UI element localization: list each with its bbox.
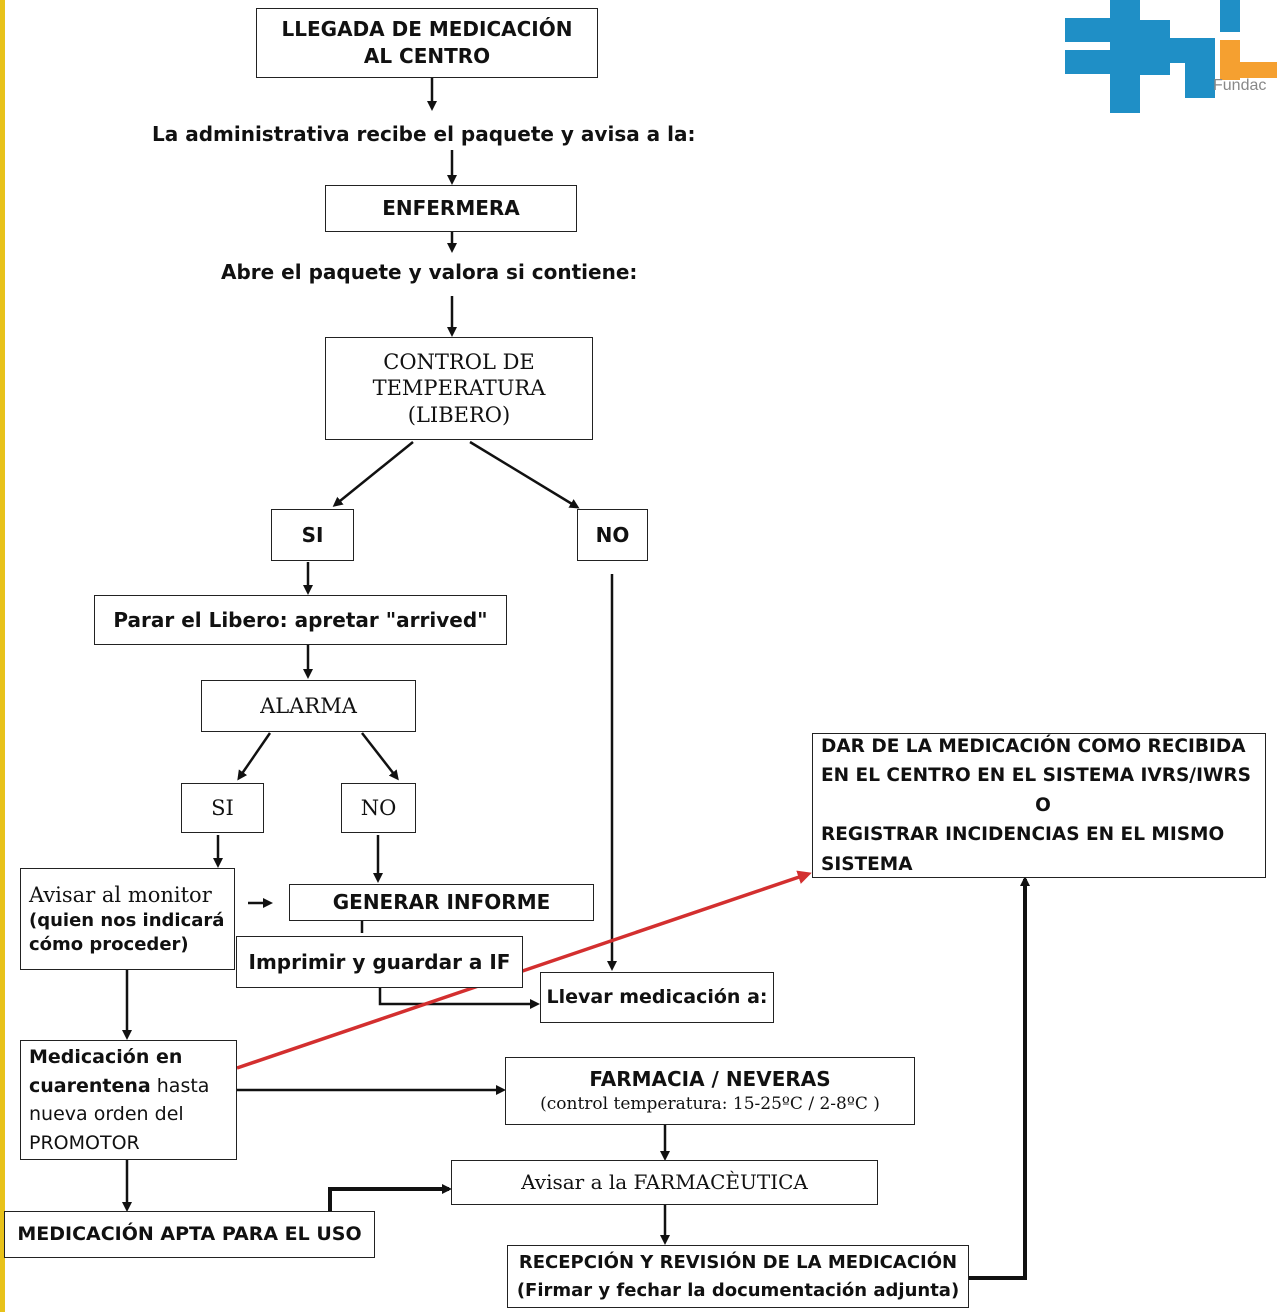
node-si-1-text: SI xyxy=(301,522,324,547)
node-farmacia-neveras: FARMACIA / NEVERAS (control temperatura:… xyxy=(505,1057,915,1125)
node-apta-uso: MEDICACIÓN APTA PARA EL USO xyxy=(4,1211,375,1258)
node-avisar-farm-text2: FARMACÈUTICA xyxy=(633,1170,808,1194)
node-avisar-monitor-line2: (quien nos indicará xyxy=(29,909,225,931)
node-no-1-text: NO xyxy=(595,522,630,547)
node-avisar-monitor-line1: Avisar al monitor xyxy=(29,882,212,907)
node-cuarentena: Medicación en cuarentena hasta nueva ord… xyxy=(20,1040,237,1160)
node-dar-line4: REGISTRAR INCIDENCIAS EN EL MISMO xyxy=(821,824,1225,846)
node-avisar-monitor-line3: cómo proceder) xyxy=(29,934,189,956)
node-alarma-text: ALARMA xyxy=(260,693,357,718)
node-farmacia-line1: FARMACIA / NEVERAS xyxy=(589,1067,831,1092)
node-dar-line5: SISTEMA xyxy=(821,853,913,875)
node-recepcion-line1: RECEPCIÓN Y REVISIÓN DE LA MEDICACIÓN xyxy=(518,1251,958,1273)
label-abre: Abre el paquete y valora si contiene: xyxy=(221,260,638,284)
node-imprimir: Imprimir y guardar a IF xyxy=(236,936,523,988)
node-no-2-text: NO xyxy=(360,795,397,820)
node-recepcion: RECEPCIÓN Y REVISIÓN DE LA MEDICACIÓN (F… xyxy=(507,1245,969,1308)
logo-text: Fundac xyxy=(1213,77,1267,94)
node-cuarentena-line2-bold: cuarentena xyxy=(29,1074,151,1097)
left-accent-bar xyxy=(0,0,5,1312)
node-parar-libero: Parar el Libero: apretar "arrived" xyxy=(94,595,507,645)
node-cuarentena-line4: PROMOTOR xyxy=(29,1131,140,1154)
label-recibe: La administrativa recibe el paquete y av… xyxy=(152,122,696,146)
node-generar-informe: GENERAR INFORME xyxy=(289,884,594,921)
node-enfermera-text: ENFERMERA xyxy=(382,196,520,220)
node-si-2-text: SI xyxy=(211,795,234,820)
node-llevar: Llevar medicación a: xyxy=(540,972,774,1023)
node-cuarentena-line2-rest: hasta xyxy=(150,1074,210,1097)
logo-mark-icon xyxy=(1065,0,1277,113)
node-enfermera: ENFERMERA xyxy=(325,185,577,232)
node-avisar-farm-text1: Avisar a la xyxy=(521,1170,634,1194)
node-dar-line1: DAR DE LA MEDICACIÓN COMO RECIBIDA xyxy=(821,735,1246,757)
node-llegada-line2: AL CENTRO xyxy=(363,44,491,68)
node-imprimir-text: Imprimir y guardar a IF xyxy=(248,949,511,974)
node-dar-line3: O xyxy=(1035,794,1051,816)
node-dar-line2: EN EL CENTRO EN EL SISTEMA IVRS/IWRS xyxy=(821,765,1251,787)
node-control-temperatura: CONTROL DE TEMPERATURA (LIBERO) xyxy=(325,337,593,440)
node-no-2: NO xyxy=(341,783,416,833)
node-cuarentena-line3: nueva orden del xyxy=(29,1103,184,1125)
node-control-line3: (LIBERO) xyxy=(407,402,511,427)
node-control-line2: TEMPERATURA xyxy=(372,376,546,401)
node-si-1: SI xyxy=(271,509,354,561)
node-cuarentena-line1: Medicación en xyxy=(29,1046,183,1068)
foundation-logo: Fundac xyxy=(1060,0,1277,115)
node-llevar-text: Llevar medicación a: xyxy=(546,985,768,1008)
node-alarma: ALARMA xyxy=(201,680,416,732)
node-apta-text: MEDICACIÓN APTA PARA EL USO xyxy=(17,1222,362,1245)
node-si-2: SI xyxy=(181,783,264,833)
node-generar-text: GENERAR INFORME xyxy=(332,890,551,914)
node-no-1: NO xyxy=(577,509,648,561)
node-farmacia-line2: (control temperatura: 15-25ºC / 2-8ºC ) xyxy=(540,1094,880,1115)
node-parar-text: Parar el Libero: apretar "arrived" xyxy=(113,607,488,632)
node-dar-medicacion: DAR DE LA MEDICACIÓN COMO RECIBIDA EN EL… xyxy=(812,733,1266,878)
node-avisar-farmaceutica: Avisar a la FARMACÈUTICA xyxy=(451,1160,878,1205)
node-llegada: LLEGADA DE MEDICACIÓN AL CENTRO xyxy=(256,8,598,78)
node-control-line1: CONTROL DE xyxy=(383,350,535,375)
node-recepcion-line2: (Firmar y fechar la documentación adjunt… xyxy=(516,1279,960,1301)
node-llegada-line1: LLEGADA DE MEDICACIÓN xyxy=(281,17,573,41)
node-avisar-monitor: Avisar al monitor (quien nos indicará có… xyxy=(20,868,235,970)
